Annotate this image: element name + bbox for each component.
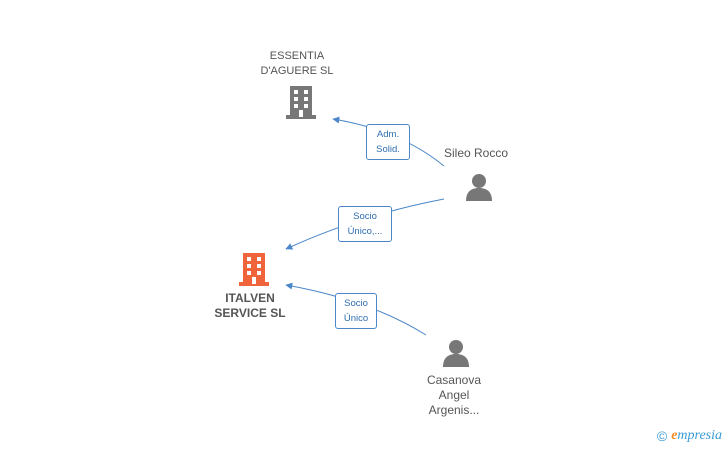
person-name-casanova[interactable]: Casanova Angel Argenis... xyxy=(426,373,482,417)
edge-label-adm-solid: Adm. Solid. xyxy=(366,124,410,160)
brand-footer: © empresia xyxy=(657,428,722,444)
empresia-logo: empresia xyxy=(671,428,722,443)
building-icon[interactable] xyxy=(285,84,317,120)
person-icon[interactable] xyxy=(464,172,494,202)
company-name-essentia[interactable]: ESSENTIA D'AGUERE SL xyxy=(260,50,334,77)
copyright-symbol: © xyxy=(656,428,668,444)
edge-label-socio-unico-2: Socio Único xyxy=(335,293,377,329)
edge-label-socio-unico-1: Socio Único,... xyxy=(338,206,392,242)
main-building-icon[interactable] xyxy=(238,251,270,287)
person-icon[interactable] xyxy=(441,338,471,368)
company-name-italven[interactable]: ITALVEN SERVICE SL xyxy=(214,291,286,320)
person-name-sileo[interactable]: Sileo Rocco xyxy=(443,146,509,160)
